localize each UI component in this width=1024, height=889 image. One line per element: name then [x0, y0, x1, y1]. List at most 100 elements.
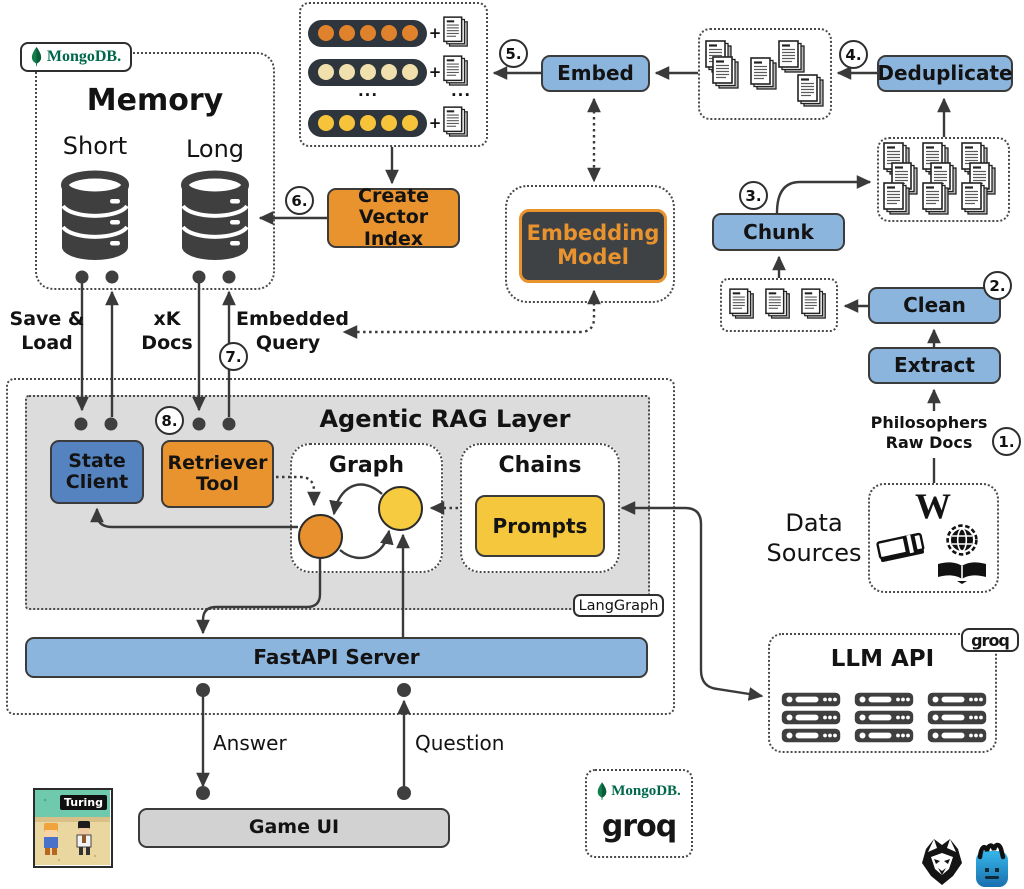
open-book-icon [936, 560, 988, 588]
extract-node: Extract [868, 347, 1001, 384]
server-icon [927, 692, 987, 711]
step-5-circle: 5. [499, 39, 528, 68]
prompts-node: Prompts [475, 495, 605, 557]
mongodb-leaf-icon [597, 782, 607, 801]
data-sources-label: Data Sources [766, 509, 862, 567]
globe-icon [946, 524, 978, 560]
fastapi-server-node: FastAPI Server [25, 637, 648, 678]
llm-api-box [768, 633, 997, 753]
edge-chunk-to-chunked [775, 175, 872, 214]
long-memory-label: Long [185, 135, 245, 163]
vectors-ellipsis: ... [357, 82, 379, 100]
document-stack-icon [961, 182, 991, 222]
plus-sign: + [428, 24, 442, 42]
step-1-circle: 1. [992, 427, 1021, 456]
server-icon [854, 728, 914, 747]
llm-api-title: LLM API [830, 646, 935, 672]
book-icon [876, 529, 926, 573]
step-6-circle: 6. [285, 186, 314, 215]
mongodb-leaf-icon [31, 47, 42, 67]
step-1-label: 1. [998, 432, 1015, 451]
embedding-model-node: Embedding Model [519, 209, 667, 283]
step-8-label: 8. [161, 411, 178, 430]
groq-badge-label: groq [971, 630, 1010, 650]
step-3-label: 3. [745, 186, 762, 205]
mongodb-memory-badge: MongoDB. [20, 42, 132, 72]
state-client-node: State Client [50, 440, 144, 504]
vector-pill-yellow [308, 109, 427, 137]
data-sources-box [868, 483, 999, 593]
mongodb-wordmark: MongoDB. [46, 48, 122, 65]
chunk-node: Chunk [712, 213, 845, 251]
mongodb-footer-logo: MongoDB. [593, 782, 685, 801]
agentic-rag-layer-title: Agentic RAG Layer [319, 405, 571, 433]
vector-row-1: + [308, 16, 471, 50]
game-ui-node: Game UI [138, 808, 450, 848]
vector-pill-cream [308, 58, 427, 86]
document-stack-icon [443, 16, 471, 50]
vector-embeddings-box [299, 2, 488, 147]
graph-title: Graph [328, 453, 405, 478]
memory-title: Memory [86, 83, 224, 118]
wikipedia-w-icon: W [915, 486, 951, 526]
step-2-circle: 2. [983, 271, 1012, 300]
short-memory-database-icon [58, 170, 132, 266]
embed-node: Embed [541, 55, 650, 92]
vector-row-3: + [308, 106, 471, 140]
langgraph-badge: LangGraph [573, 594, 664, 617]
step-6-label: 6. [291, 191, 308, 210]
blue-mascot-icon [974, 841, 1010, 889]
document-stack-icon [922, 182, 952, 222]
document-stack-icon [765, 285, 793, 329]
server-icon [927, 710, 987, 729]
step-3-circle: 3. [739, 181, 768, 210]
groq-llm-badge: groq [961, 628, 1019, 652]
document-stack-icon [883, 182, 913, 222]
long-memory-database-icon [178, 170, 252, 266]
step-4-circle: 4. [839, 40, 868, 69]
document-stack-icon [712, 56, 742, 96]
save-load-label: Save & Load [9, 308, 85, 354]
chunked-docs-box [877, 137, 1010, 222]
short-memory-label: Short [62, 132, 128, 160]
chains-title: Chains [498, 453, 582, 478]
plus-sign: + [428, 63, 442, 81]
turing-game-thumbnail: Turing [33, 788, 113, 868]
tech-logos-card [585, 769, 693, 858]
wolf-logo-icon [918, 838, 966, 889]
answer-label: Answer [213, 731, 287, 755]
server-icon [781, 728, 841, 747]
philosophers-raw-docs-label: Philosophers Raw Docs [870, 413, 988, 452]
server-icon [854, 710, 914, 729]
memory-box [35, 52, 275, 290]
vector-row-2: + [308, 55, 471, 89]
graph-agent-node-yellow [378, 486, 423, 531]
clean-docs-box [720, 278, 838, 332]
graph-agent-node-orange [298, 514, 343, 559]
server-icon [781, 692, 841, 711]
document-stack-icon [443, 106, 471, 140]
server-icon [854, 692, 914, 711]
document-stack-icon [729, 285, 757, 329]
step-8-circle: 8. [155, 406, 184, 435]
step-5-label: 5. [505, 44, 522, 63]
document-stack-icon [801, 285, 829, 329]
turing-badge: Turing [59, 795, 107, 810]
create-vector-index-node: Create Vector Index [327, 185, 460, 249]
step-7-label: 7. [225, 347, 242, 366]
step-2-label: 2. [989, 276, 1006, 295]
vector-pill-orange [308, 19, 427, 47]
groq-footer-wordmark: groq [601, 809, 677, 844]
deduplicated-docs-box [698, 28, 832, 120]
xk-docs-label: xK Docs [141, 308, 193, 354]
server-icon [781, 710, 841, 729]
embedded-query-label: Embedded Query [236, 308, 349, 354]
plus-sign: + [428, 114, 442, 132]
question-label: Question [415, 731, 505, 755]
document-stack-icon [797, 74, 827, 114]
step-7-circle: 7. [219, 342, 248, 371]
deduplicate-node: Deduplicate [877, 55, 1013, 92]
document-stack-icon [750, 57, 780, 97]
clean-node: Clean [868, 287, 1001, 324]
